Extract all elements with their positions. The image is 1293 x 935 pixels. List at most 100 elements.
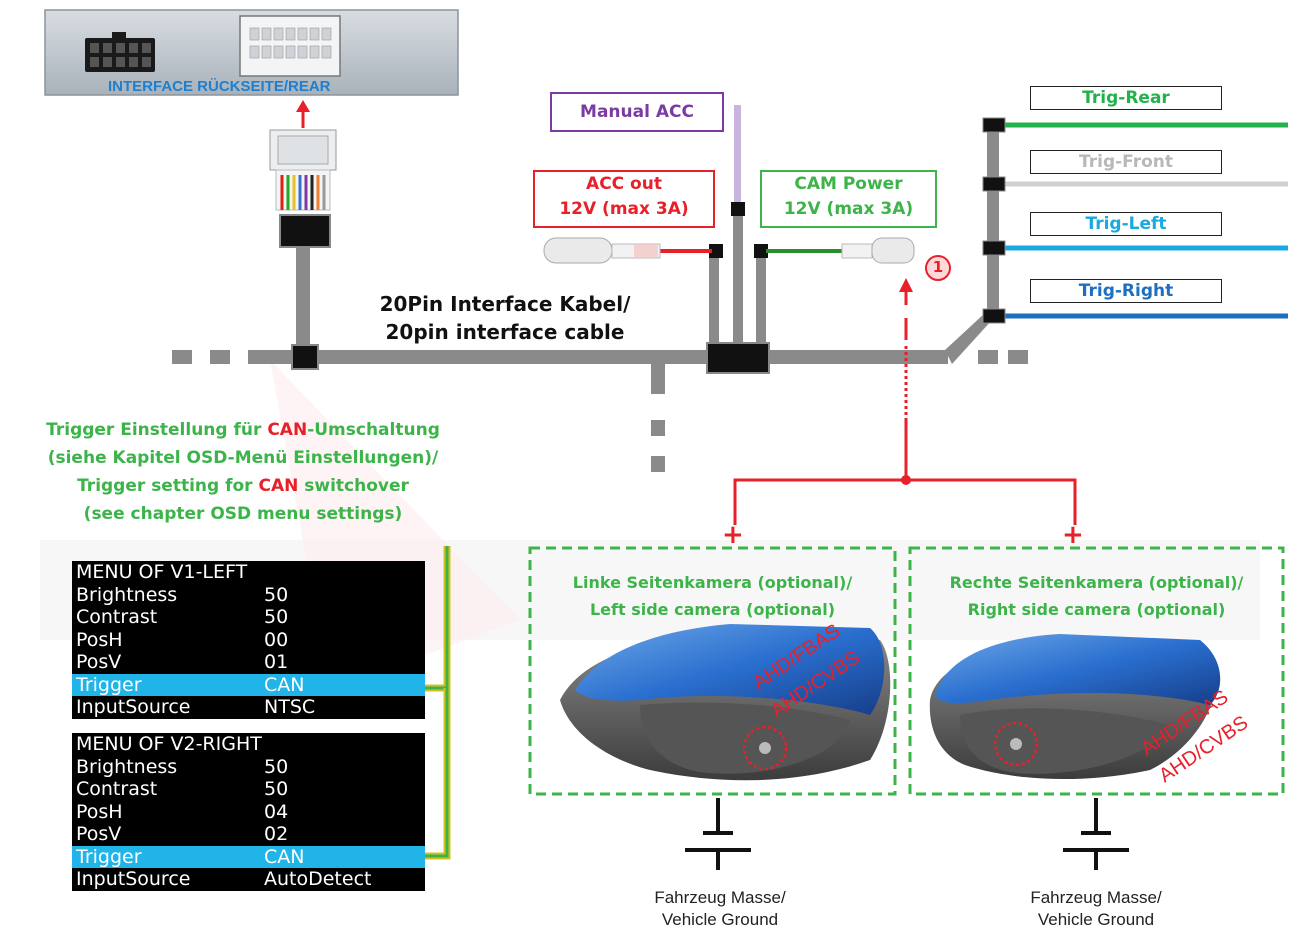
menu-left-value: NTSC xyxy=(264,696,316,718)
menu-right-value: 50 xyxy=(264,778,289,800)
menu-right-key: Brightness xyxy=(76,755,178,778)
left-camera-title-line2: Left side camera (optional) xyxy=(589,600,836,619)
menu-left-key: InputSource xyxy=(76,696,191,718)
menu-right-row: Contrast 50 xyxy=(72,778,425,801)
right-mirror-image xyxy=(929,634,1221,780)
marker-1: 1 xyxy=(932,258,944,276)
menu-right-title-text: MENU OF V2-RIGHT xyxy=(76,733,262,755)
right-camera-title: Rechte Seitenkamera (optional)/ Right si… xyxy=(915,569,1278,623)
trigger-harness xyxy=(982,117,1288,324)
cable-label-line2: 20pin interface cable xyxy=(385,320,625,344)
menu-left-row: Contrast 50 xyxy=(72,606,425,629)
menu-right-value: 50 xyxy=(264,755,289,778)
trig-left-label: Trig-Left xyxy=(1030,212,1222,236)
menu-left-row-trigger: Trigger CAN xyxy=(72,673,425,696)
right-ground-symbol xyxy=(1063,798,1129,870)
left-camera-title: Linke Seitenkamera (optional)/ Left side… xyxy=(535,569,890,623)
trig-rear-label: Trig-Rear xyxy=(1030,86,1222,110)
menu-left-value: CAN xyxy=(264,673,305,696)
menu-left-key: Brightness xyxy=(76,583,178,606)
interface-box xyxy=(44,9,459,96)
trigger-note-line4: (see chapter OSD menu settings) xyxy=(83,504,403,524)
menu-right-row: InputSource AutoDetect xyxy=(72,868,425,891)
menu-right-value: 04 xyxy=(264,800,289,823)
menu-right-title: MENU OF V2-RIGHT xyxy=(72,733,425,756)
acc-out-label: ACC out 12V (max 3A) xyxy=(533,170,715,228)
cable-label: 20Pin Interface Kabel/ 20pin interface c… xyxy=(340,292,670,344)
right-camera-title-line2: Right side camera (optional) xyxy=(967,600,1226,619)
cam-power-line1: CAM Power xyxy=(794,174,903,194)
trigger-note-line2: (siehe Kapitel OSD-Menü Einstellungen)/ xyxy=(47,448,439,468)
right-ground-line1: Fahrzeug Masse/ xyxy=(1030,888,1162,907)
menu-left-key: PosH xyxy=(76,628,123,651)
acc-out-line1: ACC out xyxy=(586,174,662,194)
trigger-note-line1: Trigger Einstellung für CAN-Umschaltung xyxy=(8,416,478,444)
menu-left-key: Trigger xyxy=(76,673,142,696)
interface-plug xyxy=(269,129,337,347)
plus-right: + xyxy=(1062,520,1084,550)
menu-right-key: Trigger xyxy=(76,845,142,868)
menu-right-row: Brightness 50 xyxy=(72,756,425,779)
trigger-note-line1-b: -Umschaltung xyxy=(307,420,440,440)
cable-label-line1: 20Pin Interface Kabel/ xyxy=(379,292,631,316)
menu-right-value: CAN xyxy=(264,845,305,868)
main-cable xyxy=(172,313,1028,472)
right-ground-line2: Vehicle Ground xyxy=(1037,910,1155,929)
menu-right-key: PosH xyxy=(76,800,123,823)
menu-left-value: 50 xyxy=(264,606,289,628)
right-ground-label: Fahrzeug Masse/ Vehicle Ground xyxy=(1006,887,1186,931)
trig-right-label: Trig-Right xyxy=(1030,279,1222,303)
menu-left-key: Contrast xyxy=(76,606,158,628)
trigger-note-line3-can: CAN xyxy=(258,476,299,496)
plus-left: + xyxy=(722,520,744,550)
left-mirror-image xyxy=(560,624,891,781)
menu-left-title-text: MENU OF V1-LEFT xyxy=(76,561,248,583)
menu-left-value: 50 xyxy=(264,583,289,606)
menu-right-row-trigger: Trigger CAN xyxy=(72,845,425,868)
left-camera-box xyxy=(528,546,897,796)
main-cable-connector xyxy=(291,344,319,370)
menu-right-value: 02 xyxy=(264,823,289,845)
menu-left-row: InputSource NTSC xyxy=(72,696,425,719)
menu-left-row: Brightness 50 xyxy=(72,584,425,607)
trig-front-label: Trig-Front xyxy=(1030,150,1222,174)
interface-label: INTERFACE RÜCKSEITE/REAR xyxy=(108,78,331,95)
manual-acc-label: Manual ACC xyxy=(550,92,724,132)
left-camera-title-line1: Linke Seitenkamera (optional)/ xyxy=(572,573,853,592)
menu-left-row: PosH 00 xyxy=(72,629,425,652)
trigger-note-line3-b: switchover xyxy=(298,476,409,496)
menu-left-key: PosV xyxy=(76,651,122,673)
branch-block xyxy=(706,105,770,374)
osd-menu-right: MENU OF V2-RIGHT Brightness 50 Contrast 50… xyxy=(72,733,425,891)
trigger-note-line1-a: Trigger Einstellung für xyxy=(46,420,268,440)
acc-out-wire xyxy=(543,237,712,264)
left-ground-symbol xyxy=(685,798,751,870)
trigger-note-line3-a: Trigger setting for xyxy=(77,476,259,496)
cam-power-label: CAM Power 12V (max 3A) xyxy=(760,170,937,228)
arrow-to-interface xyxy=(296,100,310,128)
menu-right-key: Contrast xyxy=(76,778,158,800)
left-ground-line1: Fahrzeug Masse/ xyxy=(654,888,786,907)
cam-power-line2: 12V (max 3A) xyxy=(783,199,914,219)
trigger-note-line1-can: CAN xyxy=(267,420,308,440)
power-feed xyxy=(733,255,1077,525)
menu-right-row: PosH 04 xyxy=(72,801,425,824)
menu-left-title: MENU OF V1-LEFT xyxy=(72,561,425,584)
menu-left-row: PosV 01 xyxy=(72,651,425,674)
menu-right-value: AutoDetect xyxy=(264,868,372,890)
menu-left-value: 00 xyxy=(264,628,289,651)
menu-left-value: 01 xyxy=(264,651,289,673)
menu-right-key: InputSource xyxy=(76,868,191,890)
menu-right-key: PosV xyxy=(76,823,122,845)
left-ground-line2: Vehicle Ground xyxy=(661,910,779,929)
trigger-note-line3: Trigger setting for CAN switchover xyxy=(8,472,478,500)
left-ground-label: Fahrzeug Masse/ Vehicle Ground xyxy=(630,887,810,931)
menu-right-row: PosV 02 xyxy=(72,823,425,846)
right-camera-title-line1: Rechte Seitenkamera (optional)/ xyxy=(949,573,1244,592)
cam-power-wire xyxy=(766,237,915,264)
trigger-note: Trigger Einstellung für CAN-Umschaltung … xyxy=(8,416,478,528)
acc-out-line2: 12V (max 3A) xyxy=(559,199,689,219)
